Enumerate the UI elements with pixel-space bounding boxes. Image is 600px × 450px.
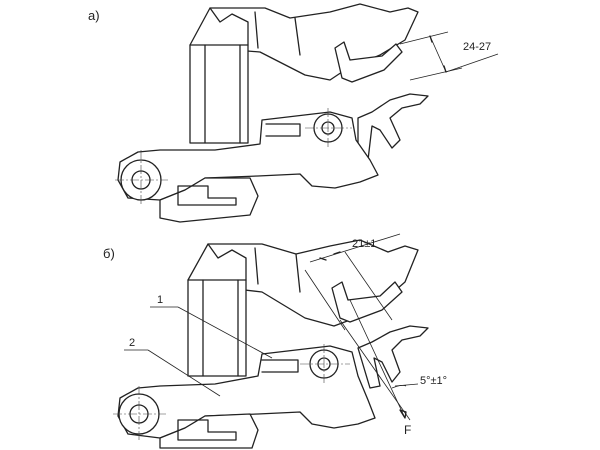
panel-b-force-line bbox=[339, 299, 419, 421]
panel-b-callout-1 bbox=[150, 306, 273, 359]
panel-a-label: а) bbox=[88, 8, 100, 23]
panel-b-dimension-text: 21±1 bbox=[352, 238, 376, 250]
panel-b: б) 21±1 bbox=[103, 233, 447, 449]
panel-b-lock bbox=[331, 281, 403, 323]
panel-a-shank bbox=[189, 44, 249, 144]
panel-b-label: б) bbox=[103, 246, 115, 261]
panel-b-callout-1-text: 1 bbox=[157, 294, 163, 306]
panel-b-force-text: F bbox=[404, 423, 411, 437]
panel-b-callout-2-text: 2 bbox=[129, 337, 135, 349]
panel-a-dimension-text: 24-27 bbox=[463, 41, 491, 53]
panel-b-callout-2 bbox=[124, 349, 221, 397]
panel-b-catch bbox=[357, 325, 429, 389]
panel-a-dimension-24-27 bbox=[399, 31, 499, 81]
panel-a: а) bbox=[88, 3, 499, 223]
panel-b-angle-text: 5°±1° bbox=[420, 375, 447, 387]
panel-a-lock bbox=[334, 41, 403, 83]
panel-a-catch bbox=[357, 93, 429, 161]
panel-b-dimension-21 bbox=[304, 233, 401, 331]
